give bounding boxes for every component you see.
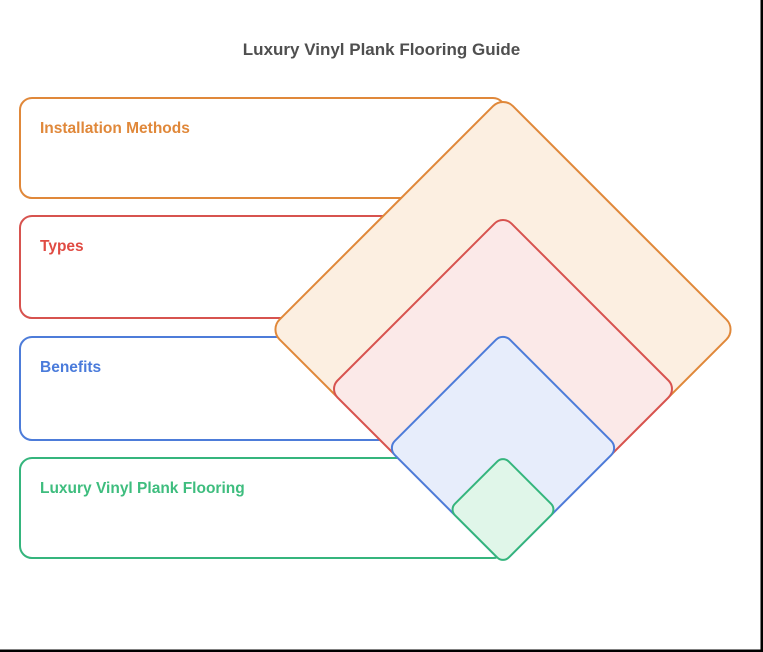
diamond-luxury-vinyl-plank-flooring [451,458,555,561]
frame-bottom-edge [0,649,763,652]
page-title: Luxury Vinyl Plank Flooring Guide [243,40,520,59]
diamond-benefits [390,335,616,561]
level-label-benefits: Benefits [40,359,101,376]
level-label-types: Types [40,238,84,255]
level-label-luxury-vinyl-plank-flooring: Luxury Vinyl Plank Flooring [40,480,245,497]
frame-right-edge [760,0,763,652]
level-label-installation-methods: Installation Methods [40,120,190,137]
